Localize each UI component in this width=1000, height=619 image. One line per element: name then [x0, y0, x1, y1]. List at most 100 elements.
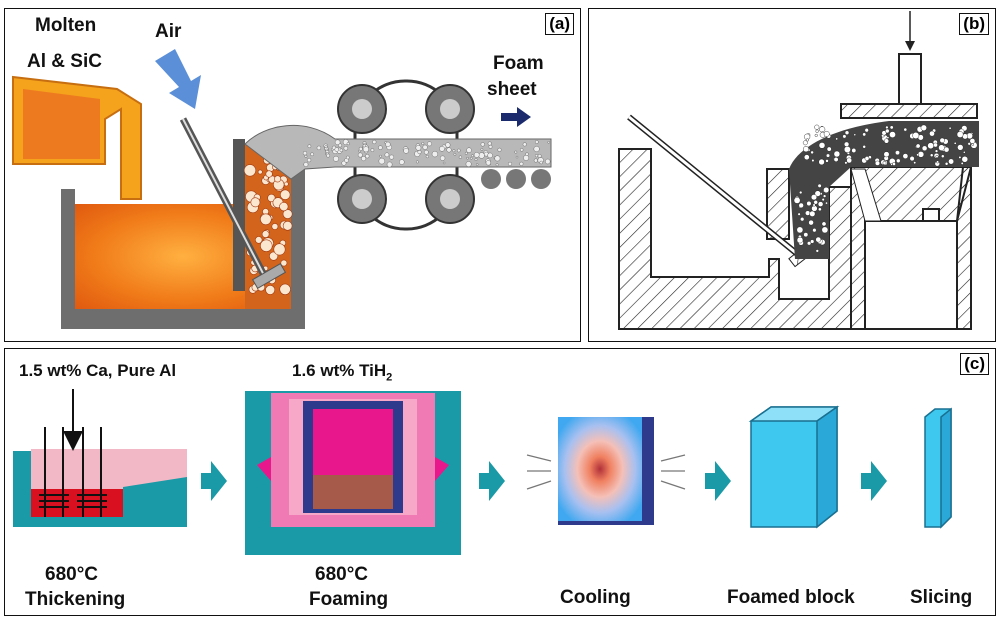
foam-pore [810, 150, 814, 155]
foam-pore [944, 162, 949, 166]
sheet-pore [464, 151, 468, 155]
sheet-pore [480, 142, 485, 147]
sheet-pore [470, 157, 473, 160]
flow-arrow-4 [861, 461, 887, 501]
foam-bubble [273, 243, 286, 256]
foam-pore [960, 161, 964, 165]
sheet-pore [488, 144, 493, 149]
foam-sheet [244, 124, 552, 180]
foam-pore [805, 138, 809, 142]
sheet-pore [473, 152, 480, 158]
sheet-pore [515, 155, 519, 159]
sheet-pore [372, 139, 377, 145]
panel-a-tag: (a) [545, 13, 574, 35]
foam-bubble [257, 169, 263, 175]
foam-pore [835, 137, 838, 141]
flow-arrow-3 [705, 461, 731, 501]
foam-bubble [282, 221, 293, 231]
foam-pore [896, 158, 901, 164]
label-sheet: sheet [487, 79, 537, 100]
sheet-pore [307, 158, 312, 163]
label-additive-ca: 1.5 wt% Ca, Pure Al [19, 361, 177, 380]
sheet-pore [533, 145, 540, 152]
sheet-pore [422, 144, 428, 150]
foam-pore [818, 207, 822, 212]
foam-pore [797, 212, 801, 216]
foam-pore [921, 145, 928, 152]
foam-pore [825, 159, 829, 163]
foam-pore [971, 143, 974, 146]
foam-pore [808, 219, 814, 226]
foam-pore [875, 160, 881, 166]
sheet-pore [389, 154, 394, 160]
sheet-pore [343, 146, 348, 151]
panel-b-drawing [618, 11, 979, 330]
sheet-pore [417, 150, 422, 155]
foam-pore [818, 158, 825, 166]
foam-pore [811, 205, 818, 212]
slice [924, 407, 952, 529]
label-air: Air [155, 21, 182, 42]
panel-c-drawing [13, 389, 952, 555]
foam-bubble [265, 170, 273, 178]
sheet-pore [539, 160, 543, 165]
sheet-pore [445, 142, 451, 148]
foam-pore [844, 161, 848, 165]
sheet-pore [378, 145, 383, 150]
sheet-pore [303, 162, 309, 167]
sheet-pore [425, 155, 429, 159]
foam-pore [800, 217, 805, 222]
label-additive-tih2-main: 1.6 wt% TiH [292, 361, 387, 380]
foam-pore [817, 183, 822, 188]
sheet-pore [421, 142, 425, 145]
sheet-pore [326, 153, 330, 158]
foam-pore [796, 226, 804, 234]
sheet-pore [334, 147, 339, 152]
sheet-pore [403, 147, 409, 154]
mould [850, 166, 973, 330]
foam-pore [948, 126, 952, 130]
sheet-pore [480, 148, 484, 151]
foam-pore [936, 160, 939, 164]
foam-pore [885, 128, 890, 134]
foam-pore [798, 202, 804, 209]
sheet-pore [452, 149, 456, 153]
flow-arrow-2 [479, 461, 505, 501]
sheet-pore [478, 152, 485, 159]
sheet-pore [453, 153, 457, 156]
sheet-pore [379, 154, 382, 158]
sheet-pore [497, 147, 502, 152]
label-molten: Molten [35, 15, 97, 36]
sheet-pore [522, 142, 527, 147]
foam-pore [825, 153, 830, 158]
label-foam: Foam [493, 53, 544, 74]
sheet-pore [427, 141, 432, 147]
sheet-pore [458, 155, 462, 159]
foam-pore [957, 144, 964, 151]
sheet-pore [523, 154, 529, 161]
foam-pore [967, 142, 971, 146]
foam-pore [815, 129, 819, 133]
cooling-block [526, 417, 686, 525]
foam-pore [814, 190, 821, 197]
foam-pore [803, 232, 809, 238]
launder-trough [12, 75, 142, 200]
foam-pore [903, 127, 908, 132]
foam-pore [933, 142, 938, 148]
sheet-pore [338, 143, 342, 148]
air-lance [179, 117, 287, 290]
foam-pore [818, 142, 826, 149]
label-additive-tih2-sub: 2 [386, 371, 393, 384]
sheet-pore [525, 152, 529, 156]
foam-pore [916, 153, 920, 157]
sheet-pore [514, 150, 518, 154]
sheet-pore [386, 161, 393, 168]
label-step4-name: Foamed block [727, 587, 855, 608]
panel-c-tag: (c) [960, 353, 989, 375]
foam-bubble [243, 164, 257, 177]
sheet-pore [495, 163, 499, 167]
thickening-furnace [13, 389, 187, 527]
air-arrow [155, 49, 201, 109]
foam-pore [817, 201, 824, 207]
foam-pore [819, 126, 826, 133]
